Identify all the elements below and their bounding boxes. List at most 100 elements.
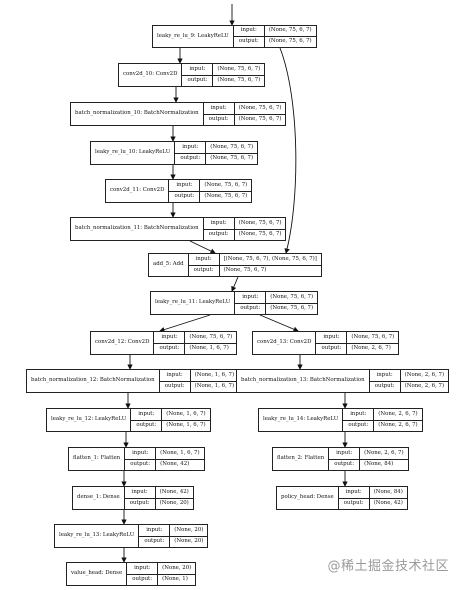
output-shape: (None, 2, 6, 7) bbox=[404, 383, 445, 390]
output-label: output: bbox=[235, 303, 267, 314]
output-label: output: bbox=[370, 381, 401, 392]
output-shape: (None, 1, 6, 7) bbox=[189, 345, 229, 352]
input-shape: (None, 20) bbox=[174, 526, 204, 533]
output-label: output: bbox=[204, 229, 235, 240]
edge-lrelu11-to-conv13 bbox=[259, 314, 299, 332]
output-label: output: bbox=[182, 75, 214, 86]
output-label: output: bbox=[125, 459, 157, 470]
edge-lrelu9-to-add5 bbox=[279, 47, 297, 254]
input-shape: (None, 75, 6, 7) bbox=[238, 219, 282, 226]
input-shape: (None, 75, 6, 7) bbox=[268, 27, 312, 34]
output-shape: (None, 75, 6, 7) bbox=[238, 116, 282, 123]
node-conv2d-12: conv2d_12: Conv2D input:(None, 75, 6, 7)… bbox=[90, 331, 238, 355]
input-shape: (None, 42) bbox=[159, 488, 189, 495]
node-name: policy_head: Dense bbox=[277, 487, 339, 509]
input-label: input: bbox=[182, 64, 214, 75]
edge-add5-to-lrelu11 bbox=[231, 276, 239, 292]
output-label: output: bbox=[160, 381, 191, 392]
output-label: output: bbox=[316, 343, 348, 354]
node-leaky-re-lu-9: leaky_re_lu_9: LeakyReLU input:(None, 75… bbox=[152, 25, 317, 48]
node-batch-normalization-12: batch_normalization_12: BatchNormalizati… bbox=[26, 369, 240, 393]
node-leaky-re-lu-14: leaky_re_lu_14: LeakyReLU input:(None, 2… bbox=[258, 408, 423, 432]
node-dense-1: dense_1: Dense input:(None, 42) output:(… bbox=[72, 486, 194, 510]
input-label: input: bbox=[343, 409, 375, 420]
input-shape: (None, 75, 6, 7) bbox=[189, 333, 233, 340]
input-label: input: bbox=[169, 180, 201, 191]
node-add-5: add_5: Add input:[(None, 75, 6, 7), (Non… bbox=[148, 253, 322, 277]
input-shape: (None, 1, 6, 7) bbox=[194, 371, 235, 378]
input-label: input: bbox=[316, 332, 348, 343]
node-name: leaky_re_lu_11: LeakyReLU bbox=[151, 292, 236, 314]
input-shape: (None, 1, 6, 7) bbox=[160, 449, 200, 456]
output-label: output: bbox=[339, 498, 370, 509]
output-shape: (None, 2, 6, 7) bbox=[378, 422, 418, 429]
input-label: input: bbox=[370, 370, 401, 381]
input-label: input: bbox=[189, 254, 220, 265]
input-shape: [(None, 75, 6, 7), (None, 75, 6, 7)] bbox=[223, 255, 317, 262]
output-shape: (None, 2, 6, 7) bbox=[351, 345, 391, 352]
node-flatten-1: flatten_1: Flatten input:(None, 1, 6, 7)… bbox=[68, 447, 205, 471]
input-shape: (None, 75, 6, 7) bbox=[270, 293, 314, 300]
output-shape: (None, 20) bbox=[174, 538, 204, 545]
node-name: leaky_re_lu_10: LeakyReLU bbox=[91, 142, 176, 164]
output-label: output: bbox=[125, 498, 156, 509]
node-name: flatten_1: Flatten bbox=[69, 448, 126, 470]
output-shape: (None, 84) bbox=[364, 461, 394, 468]
output-shape: (None, 75, 6, 7) bbox=[223, 267, 267, 274]
node-leaky-re-lu-12: leaky_re_lu_12: LeakyReLU input:(None, 1… bbox=[46, 408, 211, 432]
node-name: batch_normalization_12: BatchNormalizati… bbox=[27, 370, 160, 392]
node-conv2d-11: conv2d_11: Conv2D input:(None, 75, 6, 7)… bbox=[105, 179, 253, 203]
output-shape: (None, 1, 6, 7) bbox=[194, 383, 235, 390]
node-flatten-2: flatten_2: Flatten input:(None, 2, 6, 7)… bbox=[272, 447, 409, 471]
output-label: output: bbox=[343, 420, 375, 431]
node-name: leaky_re_lu_9: LeakyReLU bbox=[153, 26, 234, 47]
input-label: input: bbox=[204, 103, 235, 114]
input-label: input: bbox=[329, 448, 361, 459]
node-name: batch_normalization_11: BatchNormalizati… bbox=[71, 218, 204, 240]
input-shape: (None, 2, 6, 7) bbox=[404, 371, 445, 378]
node-leaky-re-lu-13: leaky_re_lu_13: LeakyReLU input:(None, 2… bbox=[54, 524, 209, 548]
input-label: input: bbox=[125, 448, 157, 459]
node-name: batch_normalization_13: BatchNormalizati… bbox=[237, 370, 370, 392]
edge-bn11-to-add5 bbox=[189, 240, 216, 254]
output-label: output: bbox=[127, 574, 159, 585]
output-shape: (None, 75, 6, 7) bbox=[270, 305, 314, 312]
node-name: batch_normalization_10: BatchNormalizati… bbox=[71, 103, 204, 125]
input-label: input: bbox=[139, 525, 171, 536]
input-shape: (None, 1, 6, 7) bbox=[166, 410, 206, 417]
node-batch-normalization-11: batch_normalization_11: BatchNormalizati… bbox=[70, 217, 287, 241]
node-batch-normalization-10: batch_normalization_10: BatchNormalizati… bbox=[70, 102, 287, 126]
input-label: input: bbox=[234, 26, 265, 36]
output-shape: (None, 75, 6, 7) bbox=[268, 38, 312, 45]
edge-lrelu11-to-conv12 bbox=[159, 314, 211, 333]
output-label: output: bbox=[169, 191, 201, 202]
node-leaky-re-lu-11: leaky_re_lu_11: LeakyReLU input:(None, 7… bbox=[150, 291, 319, 315]
input-label: input: bbox=[235, 292, 267, 303]
output-shape: (None, 75, 6, 7) bbox=[204, 193, 248, 200]
output-shape: (None, 1) bbox=[162, 576, 188, 583]
input-label: input: bbox=[125, 487, 156, 498]
input-label: input: bbox=[127, 563, 159, 574]
output-label: output: bbox=[204, 114, 235, 125]
input-shape: (None, 2, 6, 7) bbox=[378, 410, 418, 417]
output-shape: (None, 42) bbox=[373, 500, 403, 507]
node-conv2d-13: conv2d_13: Conv2D input:(None, 75, 6, 7)… bbox=[252, 331, 400, 355]
input-shape: (None, 75, 6, 7) bbox=[238, 104, 282, 111]
node-leaky-re-lu-10: leaky_re_lu_10: LeakyReLU input:(None, 7… bbox=[90, 141, 259, 165]
node-policy-head: policy_head: Dense input:(None, 84) outp… bbox=[276, 486, 408, 510]
input-label: input: bbox=[154, 332, 186, 343]
output-label: output: bbox=[329, 459, 361, 470]
node-name: value_head: Dense bbox=[67, 563, 128, 585]
output-shape: (None, 42) bbox=[160, 461, 190, 468]
output-label: output: bbox=[139, 536, 171, 547]
input-label: input: bbox=[160, 370, 191, 381]
output-shape: (None, 75, 6, 7) bbox=[238, 231, 282, 238]
input-shape: (None, 20) bbox=[162, 564, 192, 571]
watermark: @稀土掘金技术社区 bbox=[327, 559, 449, 574]
node-name: conv2d_11: Conv2D bbox=[106, 180, 170, 202]
input-label: input: bbox=[131, 409, 163, 420]
output-label: output: bbox=[175, 153, 207, 164]
node-name: leaky_re_lu_13: LeakyReLU bbox=[55, 525, 140, 547]
node-name: leaky_re_lu_12: LeakyReLU bbox=[47, 409, 132, 431]
